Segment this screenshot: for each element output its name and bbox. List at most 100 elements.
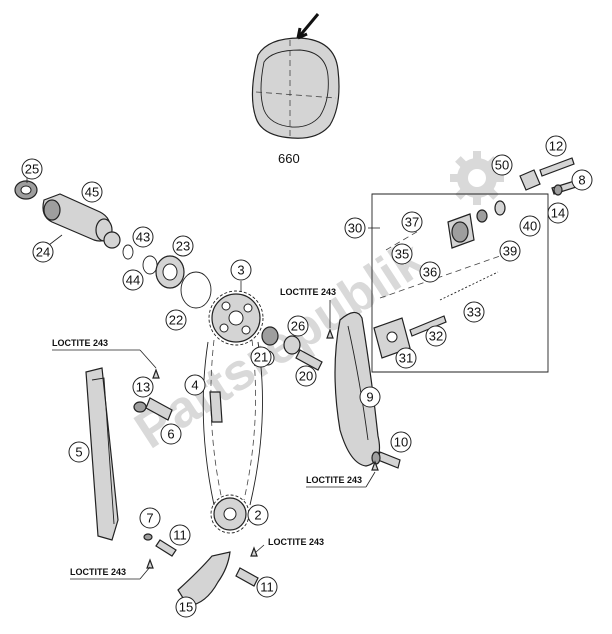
callout-5: 5 <box>68 441 90 463</box>
callout-number: 45 <box>85 185 99 200</box>
callout-44: 44 <box>122 269 144 291</box>
callout-14: 14 <box>547 202 569 224</box>
callout-circle <box>256 576 278 598</box>
loctite-top: LOCTITE 243 <box>280 287 336 297</box>
callout-9: 9 <box>359 386 381 408</box>
callout-circle <box>391 243 413 265</box>
callout-number: 32 <box>429 329 443 344</box>
callout-circle <box>160 423 182 445</box>
settings-gear-icon <box>450 151 504 205</box>
callout-number: 37 <box>405 215 419 230</box>
callout-11a: 11 <box>169 524 191 546</box>
callout-35: 35 <box>391 243 413 265</box>
callout-number: 22 <box>169 313 183 328</box>
callout-number: 44 <box>126 273 140 288</box>
callout-circle <box>419 261 441 283</box>
callout-number: 43 <box>136 230 150 245</box>
callout-circle <box>401 211 423 233</box>
callout-25: 25 <box>21 158 43 180</box>
callout-number: 24 <box>36 245 50 260</box>
callout-circle <box>547 202 569 224</box>
callout-39: 39 <box>499 240 521 262</box>
callout-number: 12 <box>549 139 563 154</box>
callout-number: 8 <box>578 173 585 188</box>
small-parts <box>133 328 401 607</box>
callout-2: 2 <box>247 504 269 526</box>
callout-43: 43 <box>132 226 154 248</box>
callout-circle <box>184 374 206 396</box>
callout-circle <box>230 259 252 281</box>
callout-number: 39 <box>503 244 517 259</box>
callout-circle <box>463 301 485 323</box>
callout-number: 9 <box>366 390 373 405</box>
callout-circle <box>390 431 412 453</box>
callout-3: 3 <box>230 259 252 281</box>
callout-number: 10 <box>394 435 408 450</box>
callout-circle <box>571 169 593 191</box>
cover-660-inset: 660 <box>251 13 340 166</box>
callout-circle <box>172 235 194 257</box>
callout-number: 20 <box>299 369 313 384</box>
callout-32: 32 <box>425 325 447 347</box>
callout-circle <box>165 309 187 331</box>
callout-number: 11 <box>260 580 274 595</box>
callout-30: 30 <box>344 217 366 239</box>
callout-24: 24 <box>32 241 54 263</box>
callout-13: 13 <box>132 376 154 398</box>
callout-number: 33 <box>467 305 481 320</box>
callout-23: 23 <box>172 235 194 257</box>
callout-circle <box>68 441 90 463</box>
callout-circle <box>32 241 54 263</box>
callout-number: 35 <box>395 247 409 262</box>
callout-number: 36 <box>423 265 437 280</box>
callout-50: 50 <box>491 154 513 176</box>
cover-outer <box>251 37 340 139</box>
callout-number: 23 <box>176 239 190 254</box>
callout-number: 3 <box>237 263 244 278</box>
callout-number: 13 <box>136 380 150 395</box>
callout-number: 21 <box>254 350 268 365</box>
callout-26: 26 <box>287 315 309 337</box>
camshaft-assembly <box>14 178 212 309</box>
callout-number: 31 <box>399 351 413 366</box>
tensioner-assembly <box>368 193 549 373</box>
callout-circle <box>122 269 144 291</box>
callout-number: 4 <box>191 378 198 393</box>
callout-number: 14 <box>551 206 565 221</box>
callout-circle <box>247 504 269 526</box>
callout-21: 21 <box>250 346 272 368</box>
callout-circle <box>139 507 161 529</box>
callout-15: 15 <box>175 596 197 618</box>
arrow-down-icon <box>296 13 320 40</box>
callout-circle <box>519 215 541 237</box>
callout-20: 20 <box>295 365 317 387</box>
callout-number: 26 <box>291 319 305 334</box>
chain-guide <box>85 367 119 541</box>
callout-circle <box>499 240 521 262</box>
callout-number: 50 <box>495 158 509 173</box>
callout-number: 15 <box>179 600 193 615</box>
callout-7: 7 <box>139 507 161 529</box>
callout-6: 6 <box>160 423 182 445</box>
callout-number: 40 <box>523 219 537 234</box>
callout-circle <box>250 346 272 368</box>
callouts: 25 45 24 43 44 23 3 22 26 21 20 4 13 6 5… <box>21 135 593 618</box>
callout-circle <box>175 596 197 618</box>
camshaft-sprocket <box>208 281 323 371</box>
callout-10: 10 <box>390 431 412 453</box>
callout-circle <box>132 376 154 398</box>
callout-12: 12 <box>545 135 567 157</box>
callout-33: 33 <box>463 301 485 323</box>
callout-31: 31 <box>395 347 417 369</box>
callout-circle <box>132 226 154 248</box>
callout-circle <box>359 386 381 408</box>
callout-circle <box>425 325 447 347</box>
callout-circle <box>295 365 317 387</box>
callout-circle <box>287 315 309 337</box>
callout-circle <box>395 347 417 369</box>
callout-number: 25 <box>25 162 39 177</box>
callout-number: 30 <box>348 221 362 236</box>
callout-11b: 11 <box>256 576 278 598</box>
loctite-bottom-right: LOCTITE 243 <box>268 537 324 547</box>
